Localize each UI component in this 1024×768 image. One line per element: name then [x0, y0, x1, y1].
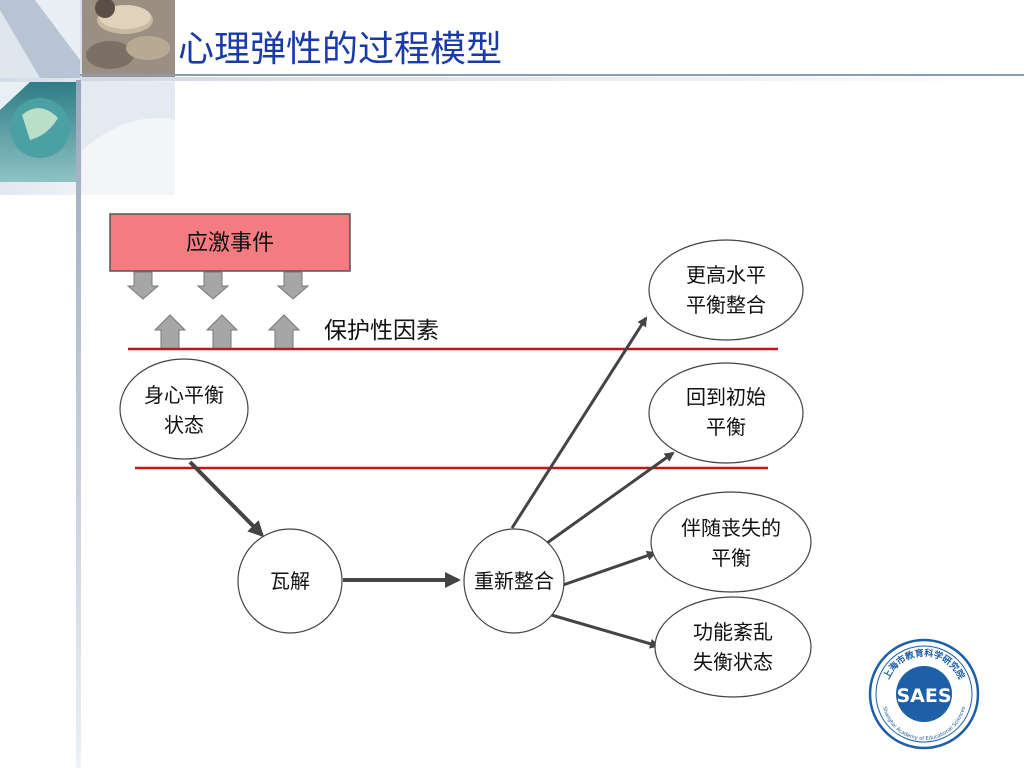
balance-with-loss-label: 伴随丧失的 平衡 [651, 513, 811, 573]
balance-node [119, 358, 249, 460]
stress-arrow-1-icon [126, 271, 160, 300]
balance-with-loss-line-2: 平衡 [711, 546, 751, 570]
balance-label: 身心平衡 状态 [120, 380, 248, 440]
initial-balance-line-1: 回到初始 [686, 385, 766, 409]
initial-balance-node [648, 362, 804, 464]
corner-decoration [0, 0, 175, 195]
left-vertical-rule [76, 80, 81, 768]
balance-label-line-1: 身心平衡 [144, 383, 224, 407]
higher-balance-line-1: 更高水平 [686, 263, 766, 287]
reintegration-node [463, 528, 565, 634]
coins-photo-icon [82, 0, 175, 78]
arrow-to-higher-balance [510, 316, 648, 529]
saes-abbr: SAES [896, 685, 951, 707]
balance-with-loss-line-1: 伴随丧失的 [681, 516, 781, 540]
protective-factors-label: 保护性因素 [324, 318, 439, 344]
protective-arrow-1-icon [153, 314, 187, 350]
dysfunction-line-2: 失衡状态 [693, 650, 773, 674]
protective-arrow-3-icon [267, 314, 301, 350]
balance-label-line-2: 状态 [164, 413, 204, 437]
saes-logo: SAES 上海市教育科学研究院 Shanghai Academy of Educ… [864, 632, 984, 752]
higher-balance-label: 更高水平 平衡整合 [649, 260, 803, 320]
higher-balance-line-2: 平衡整合 [686, 293, 766, 317]
stress-event-box [109, 213, 351, 272]
title-underline [80, 74, 1024, 76]
stress-arrow-2-icon [196, 271, 230, 300]
dysfunction-line-1: 功能紊乱 [693, 620, 773, 644]
stress-event-label: 应激事件 [185, 231, 274, 256]
higher-balance-node [648, 239, 804, 341]
reintegration-label: 重新整合 [474, 569, 554, 593]
balance-with-loss-node [650, 491, 812, 593]
initial-balance-label: 回到初始 平衡 [649, 382, 803, 442]
arrow-to-balance-with-loss [562, 550, 657, 587]
globe-photo-icon [0, 82, 78, 182]
arrow-balance-to-disintegration [188, 460, 265, 538]
protective-arrow-2-icon [205, 314, 239, 350]
arrow-to-initial-balance [546, 451, 675, 545]
stress-arrow-3-icon [276, 271, 310, 300]
initial-balance-line-2: 平衡 [706, 415, 746, 439]
dysfunction-label: 功能紊乱 失衡状态 [655, 617, 811, 677]
dysfunction-node [654, 596, 812, 698]
page-title: 心理弹性的过程模型 [178, 29, 503, 70]
title-underline-shadow [80, 77, 1024, 81]
disintegration-label: 瓦解 [270, 569, 310, 593]
arrow-to-dysfunction [547, 612, 660, 649]
disintegration-node [237, 528, 343, 634]
